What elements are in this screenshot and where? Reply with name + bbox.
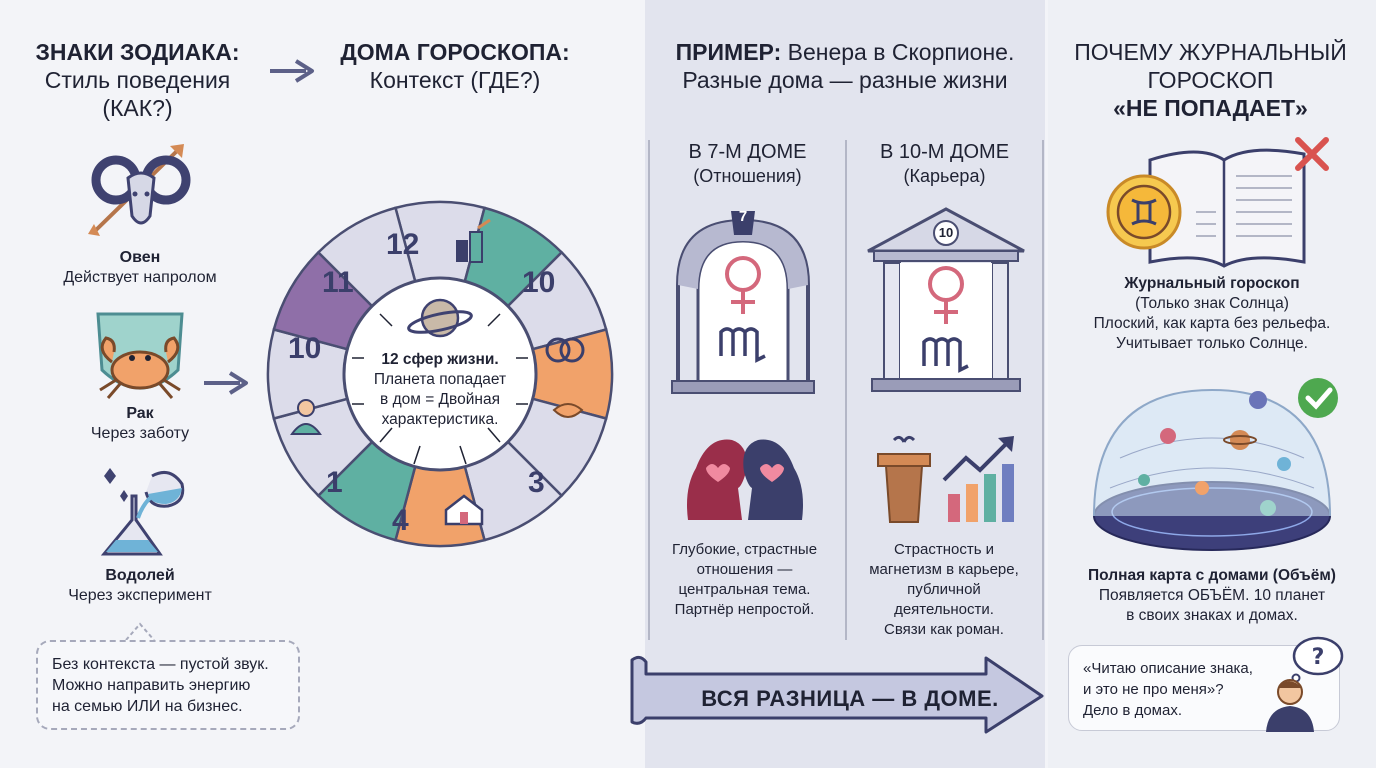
dome-chart-icon bbox=[1093, 378, 1338, 551]
building-growth-icon bbox=[456, 218, 491, 263]
house7-heading: В 7-М ДОМЕ (Отношения) bbox=[688, 141, 807, 186]
check-icon bbox=[1298, 378, 1338, 418]
aries-ram-icon bbox=[88, 144, 191, 236]
rings-icon bbox=[545, 337, 585, 363]
thinking-person-icon: ? bbox=[1266, 636, 1344, 732]
temple-icon bbox=[867, 207, 1025, 392]
zodiac-title: ЗНАКИ ЗОДИАКА: Стиль поведения (КАК?) bbox=[35, 39, 240, 121]
house-label: 10 bbox=[522, 266, 556, 299]
arrow-right-icon bbox=[270, 59, 314, 83]
house-icon bbox=[444, 494, 484, 526]
aquarius-flask-icon bbox=[100, 468, 185, 556]
question-bubble-icon: ? bbox=[1291, 636, 1344, 683]
divider bbox=[1042, 140, 1044, 640]
venus-scorpio-icon bbox=[922, 266, 969, 373]
house10-heading: В 10-М ДОМЕ (Карьера) bbox=[879, 141, 1010, 186]
sign-aquarius: Водолей Через эксперимент bbox=[68, 567, 212, 604]
houses-title: ДОМА ГОРОСКОПА: Контекст (ГДЕ?) bbox=[340, 39, 570, 93]
divider bbox=[648, 140, 650, 640]
person-icon bbox=[290, 399, 322, 435]
center-arrows bbox=[352, 313, 528, 465]
saturn-planet-icon bbox=[407, 298, 473, 338]
full-chart-caption: Полная карта с домами (Объём) Появляется… bbox=[1088, 567, 1336, 624]
house-label: 1 bbox=[326, 466, 343, 499]
wheel-center-text: 12 сфер жизни. Планета попадает в дом = … bbox=[373, 351, 507, 428]
context-note: Без контекста — пустой звук. Можно напра… bbox=[36, 640, 300, 730]
house-label: 4 bbox=[392, 504, 409, 537]
magazine-caption: Журнальный гороскоп (Только знак Солнца)… bbox=[1093, 275, 1331, 352]
house7-badge: 7 bbox=[738, 208, 748, 225]
why-title: ПОЧЕМУ ЖУРНАЛЬНЫЙ ГОРОСКОП «НЕ ПОПАДАЕТ» bbox=[1074, 39, 1347, 121]
example-title: ПРИМЕР: Венера в Скорпионе. Разные дома … bbox=[675, 39, 1015, 93]
house10-description: Страстность и магнетизм в карьере, публи… bbox=[869, 541, 1019, 638]
house10-badge: 10 bbox=[938, 225, 954, 240]
house-label: 10 bbox=[288, 332, 322, 365]
sun-icon bbox=[1106, 174, 1182, 250]
arrow-right-icon bbox=[204, 371, 248, 395]
house7-description: Глубокие, страстные отношения — централь… bbox=[671, 541, 818, 618]
speech-tail-icon bbox=[125, 622, 155, 641]
podium-growth-icon bbox=[877, 435, 1014, 523]
couple-hearts-icon bbox=[687, 439, 803, 520]
cancer-crab-icon bbox=[96, 312, 184, 399]
house-label: 12 bbox=[386, 228, 420, 261]
banner-arrow bbox=[630, 655, 1044, 734]
sign-aries: Овен Действует напролом bbox=[63, 249, 217, 286]
house-label: 3 bbox=[528, 466, 545, 499]
venus-scorpio-icon bbox=[719, 256, 766, 363]
houses-wheel bbox=[266, 200, 614, 548]
house-label: 11 bbox=[322, 266, 354, 299]
divider bbox=[845, 140, 847, 640]
cross-icon bbox=[1295, 137, 1329, 171]
magazine-sun-icon bbox=[1106, 137, 1329, 268]
handshake-icon bbox=[552, 403, 584, 418]
banner-text: ВСЯ РАЗНИЦА — В ДОМЕ. bbox=[701, 686, 999, 711]
sign-cancer: Рак Через заботу bbox=[90, 405, 190, 442]
svg-text:?: ? bbox=[1312, 645, 1325, 670]
